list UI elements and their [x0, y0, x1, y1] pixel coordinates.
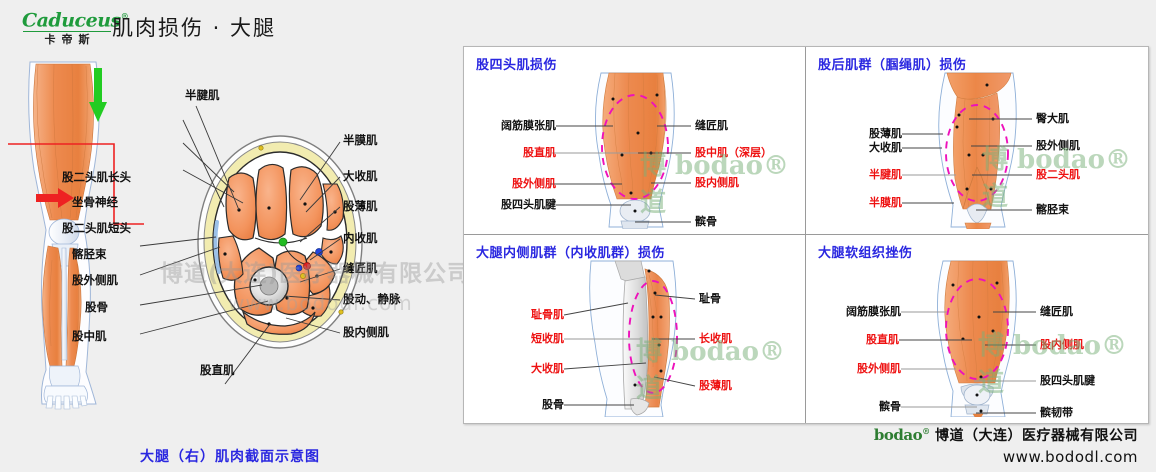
label-semimembranosus: 半膜肌 [869, 196, 902, 209]
registered-trademark-icon: ® [120, 11, 129, 21]
cs-label-vastus-intermedius: 股中肌 [72, 329, 107, 343]
label-vastus-intermedius: 股中肌（深层） [695, 146, 772, 159]
footer-company-name: 博道（大连）医疗器械有限公司 [935, 428, 1138, 444]
label-pubis: 耻骨 [699, 292, 721, 305]
panel-hamstring-injury[interactable]: 股后肌群（腘绳肌）损伤 [806, 47, 1148, 235]
label-sartorius: 缝匠肌 [1040, 305, 1073, 318]
registered-trademark-icon: ® [922, 426, 930, 436]
logo-wordmark: Caduceus® [22, 6, 129, 32]
label-tensor-fasciae-latae: 阔筋膜张肌 [846, 305, 901, 318]
label-semitendinosus: 半腱肌 [869, 168, 902, 181]
cs-label-iliotibial-band: 髂胫束 [72, 247, 107, 261]
cs-label-biceps-femoris-long-head: 股二头肌长头 [62, 170, 131, 184]
panel-soft-tissue-contusion[interactable]: 大腿软组织挫伤 [806, 235, 1148, 423]
label-vastus-medialis: 股内侧肌 [695, 176, 739, 189]
poster-footer: bodao® 博道（大连）医疗器械有限公司 www.bododl.com [874, 425, 1138, 466]
page-title: 肌肉损伤 · 大腿 [112, 16, 277, 40]
label-gracilis: 股薄肌 [869, 127, 902, 140]
cs-label-adductor-magnus: 大收肌 [343, 169, 378, 183]
label-femur: 股骨 [542, 398, 564, 411]
cs-label-femur: 股骨 [85, 300, 108, 314]
panel-title: 大腿软组织挫伤 [818, 246, 913, 261]
label-adductor-brevis: 短收肌 [531, 332, 564, 345]
label-vastus-lateralis: 股外侧肌 [857, 362, 901, 375]
panel-title: 大腿内侧肌群（内收肌群）损伤 [476, 246, 666, 261]
label-pectineus: 耻骨肌 [531, 308, 564, 321]
injury-panel-grid: 股四头肌损伤 [463, 46, 1149, 424]
label-patella: 髌骨 [695, 215, 717, 228]
label-vastus-lateralis: 股外侧肌 [512, 177, 556, 190]
cross-section-caption: 大腿（右）肌肉截面示意图 [140, 449, 320, 465]
cs-label-sartorius: 缝匠肌 [343, 261, 378, 275]
footer-company-line: bodao® 博道（大连）医疗器械有限公司 [874, 425, 1138, 445]
label-quadriceps-tendon: 股四头肌腱 [1040, 374, 1095, 387]
panel-adductor-injury[interactable]: 大腿内侧肌群（内收肌群）损伤 [464, 235, 806, 423]
cs-label-rectus-femoris: 股直肌 [200, 363, 235, 377]
label-adductor-longus: 长收肌 [699, 332, 732, 345]
panel-title: 股四头肌损伤 [476, 58, 558, 73]
logo-wordmark-text: Caduceus [22, 9, 121, 32]
label-iliotibial-band: 髂胫束 [1036, 203, 1069, 216]
label-vastus-lateralis: 股外侧肌 [1036, 139, 1080, 152]
cs-label-semimembranosus: 半膜肌 [343, 133, 378, 147]
footer-url: www.bododl.com [1002, 448, 1138, 466]
panel-title: 股后肌群（腘绳肌）损伤 [818, 58, 967, 73]
label-adductor-magnus: 大收肌 [869, 141, 902, 154]
poster-header: Caduceus® 卡帝斯 肌肉损伤 · 大腿 [0, 0, 1156, 46]
footer-brand-text: bodao [873, 426, 923, 444]
label-rectus-femoris: 股直肌 [523, 146, 556, 159]
cs-label-gracilis: 股薄肌 [343, 199, 378, 213]
direction-arrow-down-icon [89, 68, 107, 122]
medial-thigh-figure [588, 260, 678, 417]
anterior-thigh-knee-figure [937, 260, 1017, 417]
posterior-thigh-figure [938, 72, 1017, 229]
left-illustration-column: 股二头肌长头 坐骨神经 股二头肌短头 髂胫束 股外侧肌 股骨 股中肌 半腱肌 股… [0, 46, 470, 472]
cs-label-sciatic-nerve: 坐骨神经 [72, 195, 118, 209]
logo-chinese-name: 卡帝斯 [44, 33, 96, 47]
footer-brand-mark: bodao® [874, 426, 930, 444]
label-sartorius: 缝匠肌 [695, 119, 728, 132]
label-gluteus-maximus: 臀大肌 [1036, 112, 1069, 125]
label-gracilis: 股薄肌 [699, 379, 732, 392]
label-tensor-fasciae-latae: 阔筋膜张肌 [501, 119, 556, 132]
cs-label-semitendinosus: 半腱肌 [185, 88, 220, 102]
label-patella: 髌骨 [879, 400, 901, 413]
full-leg-illustration [28, 61, 100, 410]
thigh-cross-section-illustration [197, 135, 363, 349]
panel-quadriceps-injury[interactable]: 股四头肌损伤 [464, 47, 806, 235]
label-vastus-medialis: 股内侧肌 [1040, 338, 1084, 351]
label-quadriceps-tendon: 股四头肌腱 [501, 198, 556, 211]
cs-label-vastus-lateralis: 股外侧肌 [72, 273, 118, 287]
label-rectus-femoris: 股直肌 [866, 333, 899, 346]
cs-label-vastus-medialis: 股内侧肌 [343, 325, 389, 339]
label-adductor-magnus: 大收肌 [531, 362, 564, 375]
section-level-indicator [8, 143, 144, 225]
anterior-thigh-figure [594, 72, 675, 229]
brand-logo: Caduceus® 卡帝斯 [22, 6, 129, 47]
cs-label-biceps-femoris-short-head: 股二头肌短头 [62, 221, 131, 235]
logo-divider [23, 31, 111, 33]
cs-label-adductor: 内收肌 [343, 231, 378, 245]
label-biceps-femoris: 股二头肌 [1036, 168, 1080, 181]
cs-label-femoral-vessels: 股动、静脉 [343, 292, 401, 306]
label-patellar-ligament: 髌韧带 [1040, 406, 1073, 419]
